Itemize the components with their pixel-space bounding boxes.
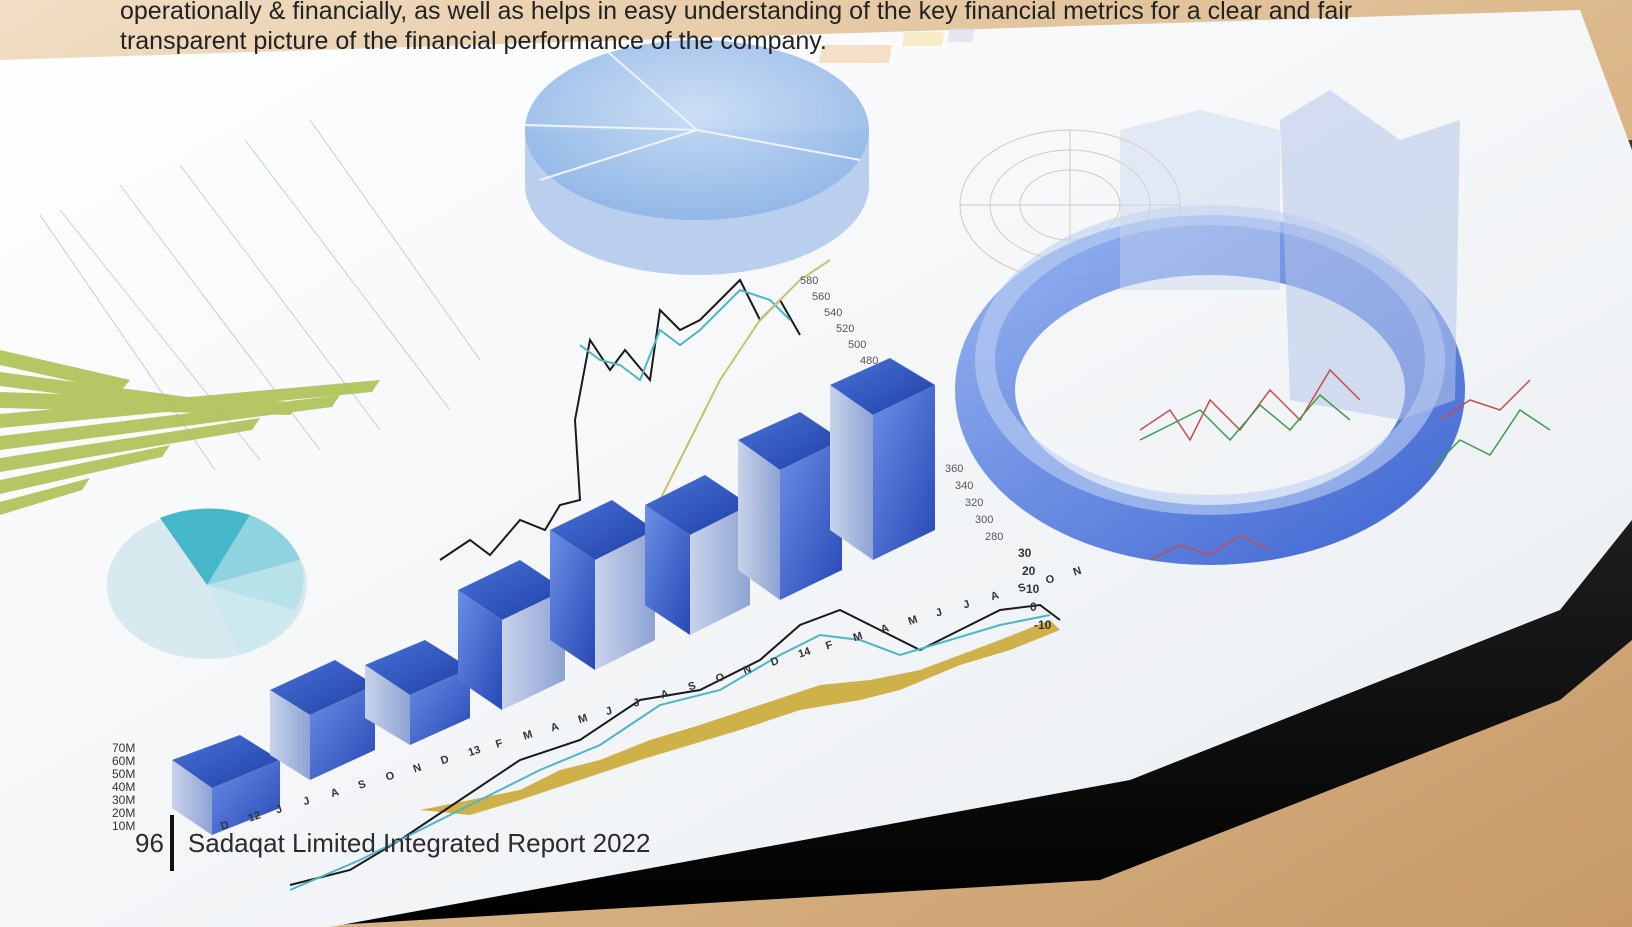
intro-line-1: operationally & financially, as well as … — [120, 0, 1353, 25]
report-title: Sadaqat Limited Integrated Report 2022 — [187, 827, 651, 858]
footer-divider — [169, 815, 174, 871]
month-label: M — [852, 630, 864, 644]
month-label: M — [522, 728, 534, 742]
month-label: F — [824, 639, 834, 653]
month-label: N — [1072, 565, 1083, 579]
small-pie-chart — [107, 508, 307, 659]
axis-label: 480 — [860, 355, 878, 367]
month-label: J — [962, 598, 972, 611]
axis-label: 500 — [848, 339, 866, 351]
month-label: O — [1044, 573, 1056, 587]
ring-chart — [955, 90, 1465, 565]
axis-label: 520 — [836, 323, 854, 335]
month-label: A — [659, 688, 670, 702]
axis-label: 10 — [1026, 582, 1040, 596]
month-label: N — [742, 663, 753, 677]
axis-label: 360 — [945, 463, 963, 475]
axis-label: 70M — [112, 741, 135, 755]
intro-line-2: transparent picture of the financial per… — [120, 27, 827, 55]
month-label: N — [412, 762, 423, 776]
month-label: S — [1017, 581, 1028, 595]
month-label: M — [577, 712, 589, 726]
cube-bar-chart — [172, 358, 935, 835]
axis-label: -10 — [1034, 618, 1052, 632]
month-label: 12 — [247, 809, 262, 824]
month-label: O — [384, 769, 396, 783]
month-label: F — [494, 737, 504, 751]
axis-label: 50M — [112, 767, 135, 781]
legend-swatches — [818, 28, 976, 63]
right-axis-labels: 30 20 10 0 -10 — [1018, 546, 1052, 632]
upper-axis-labels: 480 500 520 540 560 580 — [800, 275, 878, 367]
bar-axis-labels: 70M 60M 50M 40M 30M 20M 10M — [112, 741, 135, 833]
month-label: J — [604, 705, 614, 718]
axis-label: 40M — [112, 780, 135, 794]
axis-label: 20M — [112, 806, 135, 820]
month-label: A — [989, 589, 1000, 603]
axis-label: 320 — [965, 497, 983, 509]
axis-label: 10M — [112, 819, 135, 833]
month-label: M — [907, 614, 919, 628]
axis-label: 300 — [975, 514, 993, 526]
right-line-charts — [1139, 368, 1551, 561]
month-label: J — [274, 803, 284, 816]
axis-label: 280 — [985, 531, 1003, 543]
month-label: J — [632, 697, 642, 710]
axis-label: 0 — [1030, 600, 1037, 614]
axis-label: 580 — [800, 275, 818, 287]
green-histogram — [0, 350, 380, 515]
month-label: S — [687, 680, 698, 694]
month-label: 13 — [467, 744, 482, 759]
axis-label: 560 — [812, 291, 830, 303]
month-label: J — [934, 606, 944, 619]
month-label: O — [714, 671, 726, 685]
lower-axis-labels: 280 300 320 340 360 — [945, 463, 1003, 543]
axis-label: 20 — [1022, 564, 1036, 578]
lower-area-chart — [289, 603, 1061, 891]
page-number: 96 — [135, 827, 164, 858]
intro-paragraph: operationally & financially, as well as … — [120, 0, 1500, 56]
month-label: J — [302, 795, 312, 808]
month-label: A — [879, 622, 890, 636]
month-label: A — [329, 786, 340, 800]
page-footer: 96 Sadaqat Limited Integrated Report 202… — [135, 815, 651, 871]
month-label: D — [769, 655, 780, 669]
axis-label: 30M — [112, 793, 135, 807]
month-label: 14 — [797, 645, 813, 660]
axis-label: 60M — [112, 754, 135, 768]
month-label: A — [549, 721, 560, 735]
month-label: S — [357, 778, 368, 792]
glass-pie-chart — [524, 40, 869, 275]
axis-label: 340 — [955, 480, 973, 492]
axis-label: 540 — [824, 307, 842, 319]
axis-label: 30 — [1018, 546, 1032, 560]
month-label: D — [219, 819, 230, 833]
month-label: D — [439, 753, 450, 767]
